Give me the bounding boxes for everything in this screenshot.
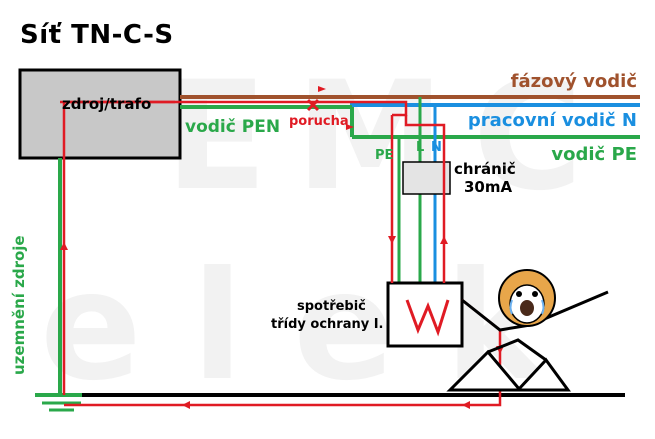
fault-label: porucha [289, 114, 349, 129]
rcd-box [402, 161, 451, 195]
terminal-l-label: L [416, 140, 425, 155]
rcd-rating: 30mA [464, 178, 513, 196]
source-label: zdroj/trafo [62, 95, 152, 113]
phase-label: fázový vodič [510, 71, 637, 92]
terminal-n-label: N [431, 140, 442, 155]
person-legs [446, 349, 524, 392]
diagram-title: Síť TN-C-S [20, 20, 174, 50]
earthing-label: uzemnění zdroje [10, 235, 28, 375]
pen-label: vodič PEN [185, 117, 281, 137]
neutral-label: pracovní vodič N [467, 110, 637, 131]
appliance-class: třídy ochrany I. [271, 317, 384, 332]
terminal-pe-label: PE [375, 148, 394, 163]
source-box [18, 68, 182, 160]
heating-element [405, 299, 450, 337]
person-arm [461, 290, 609, 332]
rcd-label: chránič [454, 160, 516, 178]
appliance-label: spotřebič [297, 299, 366, 314]
pe-label: vodič PE [551, 144, 637, 165]
